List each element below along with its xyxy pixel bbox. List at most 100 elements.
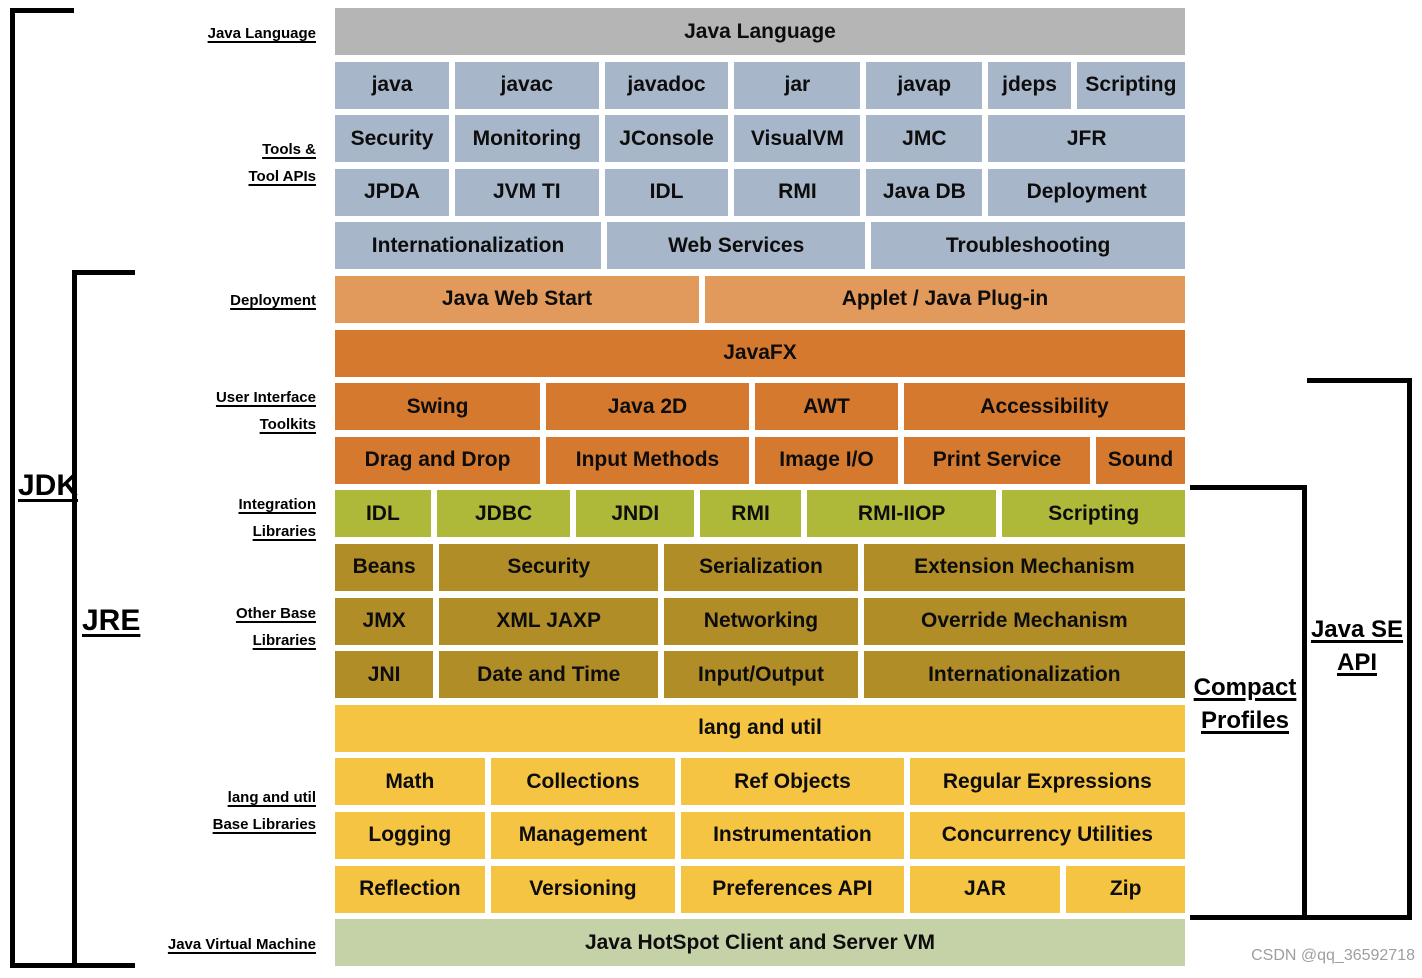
cell-applet-java-plug-in: Applet / Java Plug-in — [705, 275, 1185, 323]
label-line: JDK — [18, 469, 79, 502]
cell-concurrency-utilities: Concurrency Utilities — [909, 811, 1186, 859]
cell-idl: IDL — [335, 490, 431, 538]
label-line: Base Libraries — [212, 816, 316, 833]
cell-override-mechanism: Override Mechanism — [863, 597, 1186, 645]
grid-row: Java HotSpot Client and Server VM — [335, 919, 1185, 967]
label-line: API — [1336, 649, 1377, 676]
cell-accessibility: Accessibility — [904, 383, 1185, 431]
cell-javap: javap — [866, 61, 983, 109]
cell-deployment: Deployment — [988, 168, 1185, 216]
cell-jmc: JMC — [866, 115, 983, 163]
grid-row: JavaFX — [335, 329, 1185, 377]
cell-awt: AWT — [755, 383, 898, 431]
cell-scripting: Scripting — [1002, 490, 1185, 538]
label-line: lang and util — [227, 789, 316, 806]
cell-jconsole: JConsole — [604, 115, 729, 163]
cell-zip: Zip — [1066, 865, 1186, 913]
cell-java: java — [335, 61, 450, 109]
jdk-label: JDK — [18, 469, 78, 503]
cell-java-2d: Java 2D — [546, 383, 749, 431]
cell-input-methods: Input Methods — [546, 436, 749, 484]
cell-troubleshooting: Troubleshooting — [871, 222, 1185, 270]
cell-image-i-o: Image I/O — [755, 436, 898, 484]
right-brackets-bottom — [1190, 915, 1412, 920]
cell-security: Security — [335, 115, 450, 163]
label-line: Integration — [238, 496, 317, 513]
cell-logging: Logging — [335, 811, 485, 859]
label-line: Java Language — [207, 25, 316, 42]
cell-scripting: Scripting — [1076, 61, 1185, 109]
cell-xml-jaxp: XML JAXP — [439, 597, 659, 645]
cell-preferences-api: Preferences API — [681, 865, 904, 913]
cell-ref-objects: Ref Objects — [681, 758, 904, 806]
cell-javadoc: javadoc — [604, 61, 729, 109]
jdk-bracket-vertical — [10, 8, 15, 968]
label-line: Toolkits — [259, 416, 316, 433]
cell-swing: Swing — [335, 383, 540, 431]
jre-label: JRE — [82, 604, 140, 638]
cell-internationalization: Internationalization — [335, 222, 602, 270]
javase-bracket-top — [1307, 378, 1412, 383]
cell-input-output: Input/Output — [664, 651, 858, 699]
jdk-bracket-top — [10, 8, 74, 13]
cell-jar: jar — [734, 61, 861, 109]
cell-drag-and-drop: Drag and Drop — [335, 436, 540, 484]
label-line: Tools & — [262, 141, 316, 158]
cell-management: Management — [490, 811, 676, 859]
cell-jmx: JMX — [335, 597, 434, 645]
cell-sound: Sound — [1096, 436, 1185, 484]
cell-security: Security — [439, 543, 659, 591]
label-line: Deployment — [230, 292, 316, 309]
cell-collections: Collections — [490, 758, 676, 806]
label-line: Libraries — [252, 632, 316, 649]
cell-java-db: Java DB — [866, 168, 983, 216]
cell-serialization: Serialization — [664, 543, 858, 591]
cell-web-services: Web Services — [607, 222, 866, 270]
cell-javafx: JavaFX — [335, 329, 1185, 377]
jre-bracket-vertical — [72, 270, 77, 968]
cell-jpda: JPDA — [335, 168, 450, 216]
cell-regular-expressions: Regular Expressions — [909, 758, 1186, 806]
cell-reflection: Reflection — [335, 865, 485, 913]
cell-java-web-start: Java Web Start — [335, 275, 699, 323]
compact-bracket-vertical — [1302, 485, 1307, 920]
label-tools-and-tool-apis: Tools &Tool APIs — [249, 136, 317, 190]
cell-jdbc: JDBC — [436, 490, 571, 538]
cell-java-language: Java Language — [335, 8, 1185, 55]
cell-rmi: RMI — [734, 168, 861, 216]
watermark: CSDN @qq_36592718 — [1251, 947, 1415, 964]
label-deployment: Deployment — [230, 287, 316, 314]
cell-jndi: JNDI — [576, 490, 695, 538]
cell-jar: JAR — [909, 865, 1061, 913]
label-line: Libraries — [252, 523, 316, 540]
cell-visualvm: VisualVM — [734, 115, 861, 163]
grid-row: Java Language — [335, 8, 1185, 55]
cell-idl: IDL — [604, 168, 729, 216]
javase-bracket-vertical — [1407, 378, 1412, 920]
cell-jdeps: jdeps — [988, 61, 1071, 109]
cell-networking: Networking — [664, 597, 858, 645]
cell-java-hotspot-client-and-server-vm: Java HotSpot Client and Server VM — [335, 919, 1185, 967]
cell-math: Math — [335, 758, 485, 806]
label-line: JRE — [82, 604, 141, 637]
cell-javac: javac — [455, 61, 599, 109]
cell-date-and-time: Date and Time — [439, 651, 659, 699]
cell-jvm-ti: JVM TI — [455, 168, 599, 216]
cell-jfr: JFR — [988, 115, 1185, 163]
